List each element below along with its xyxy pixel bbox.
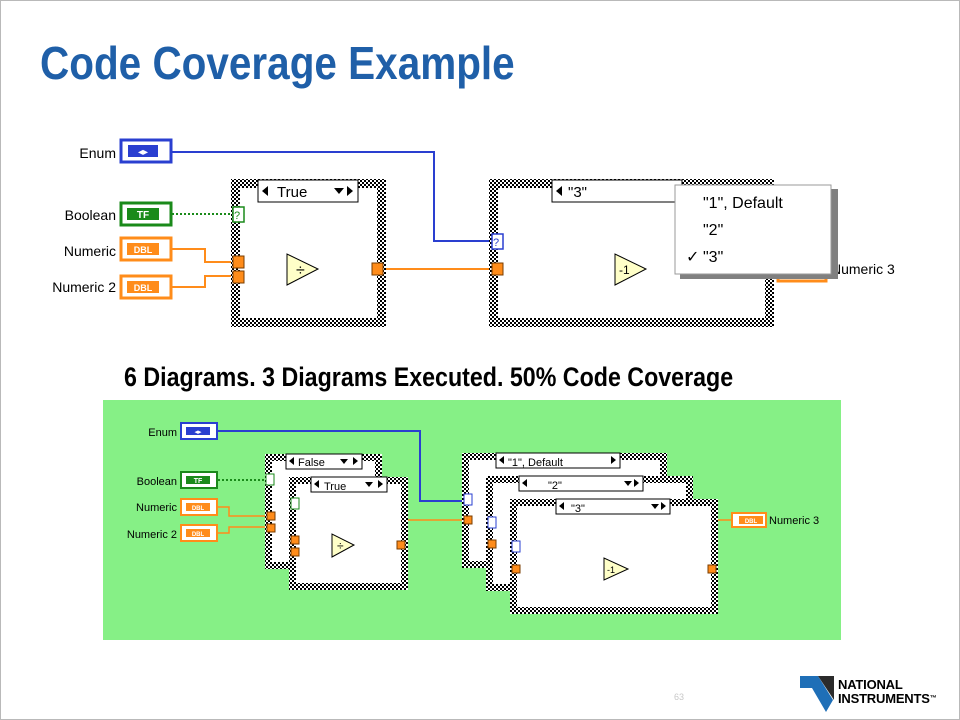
enum-terminal[interactable]: ◂▸ [180,422,218,440]
numeric3-label: Numeric 3 [831,261,895,277]
negate-icon: -1 [619,263,630,277]
case1-selector-terminal [232,206,245,223]
svg-text:DBL: DBL [134,283,153,293]
enum-arrows-icon: ◂▸ [138,147,148,158]
numeric2-terminal[interactable]: DBL [119,274,173,300]
case-1-default-selector: "1", Default [508,457,563,469]
negate-node[interactable]: -1 [603,557,630,581]
svg-text:◂▸: ◂▸ [194,429,202,436]
selector-terminal [511,540,521,553]
numeric2-label: Numeric 2 [127,529,177,541]
case-2-selector: "2" [548,480,562,492]
divide-icon: ÷ [296,262,305,279]
enum-wire [218,430,464,502]
tunnel [707,564,717,574]
negate-node[interactable]: -1 [614,253,648,286]
divide-node[interactable]: ÷ [286,253,320,286]
svg-text:DBL: DBL [192,506,205,512]
dropdown-item-2[interactable]: "2" [703,222,723,239]
case2-selector-terminal [491,233,504,250]
selector-terminal [265,473,275,486]
svg-text:DBL: DBL [192,532,205,538]
tunnel [266,511,276,521]
numeric2-terminal[interactable]: DBL [180,524,218,542]
tunnel [491,262,504,276]
svg-text:DBL: DBL [745,519,758,525]
tunnel [511,564,521,574]
selector-terminal [290,497,300,510]
svg-text:?: ? [493,237,499,249]
dropdown-item-3[interactable]: "3" [703,249,723,266]
tunnel [463,515,473,525]
page-number: 63 [674,692,685,702]
svg-text:DBL: DBL [134,245,153,255]
tunnel [290,535,300,545]
svg-text:TF: TF [137,210,149,221]
case-dropdown-menu[interactable]: "1", Default "2" ✓ "3" [674,184,838,279]
tunnel [371,262,384,276]
tunnel [396,540,406,550]
boolean-terminal[interactable]: TF [119,201,173,227]
numeric2-label: Numeric 2 [52,279,116,295]
negate-icon: -1 [607,565,615,575]
selector-terminal [487,516,497,529]
boolean-terminal[interactable]: TF [180,471,218,489]
case1-selector: True [277,184,307,201]
tunnel [232,270,245,284]
enum-terminal[interactable]: ◂▸ [119,138,173,164]
coverage-caption: 6 Diagrams. 3 Diagrams Executed. 50% Cod… [124,362,734,392]
case-true-frame[interactable]: True [289,476,408,590]
enum-label: Enum [79,145,116,161]
tunnel [266,523,276,533]
numeric-label: Numeric [64,243,116,259]
divide-node[interactable]: ÷ [331,533,356,558]
ni-eagle-icon [800,676,833,712]
numeric3-label: Numeric 3 [769,515,819,527]
boolean-label: Boolean [137,476,177,488]
divide-icon: ÷ [337,539,344,553]
numeric-terminal[interactable]: DBL [180,498,218,516]
svg-text:?: ? [234,210,240,222]
case2-selector: "3" [568,184,587,201]
ni-logo-text: NATIONAL INSTRUMENTS™ [838,677,937,706]
case-false-selector: False [298,457,325,469]
selector-terminal [463,493,473,506]
enum-wire [172,151,492,242]
case-3-selector: "3" [571,503,585,515]
tunnel [232,255,245,269]
check-icon: ✓ [686,249,699,266]
enum-label: Enum [148,427,177,439]
numeric-label: Numeric [136,502,177,514]
case-structure-boolean[interactable]: True [231,179,386,327]
numeric-terminal[interactable]: DBL [119,236,173,262]
tunnel [487,539,497,549]
case-true-selector: True [324,481,346,493]
numeric3-terminal[interactable]: DBL [731,512,767,528]
tunnel [290,547,300,557]
slide-title: Code Coverage Example [40,37,515,89]
dropdown-item-1[interactable]: "1", Default [703,195,783,212]
svg-text:TF: TF [194,478,203,485]
case-3-frame[interactable]: "3" [510,498,718,614]
boolean-label: Boolean [65,207,116,223]
